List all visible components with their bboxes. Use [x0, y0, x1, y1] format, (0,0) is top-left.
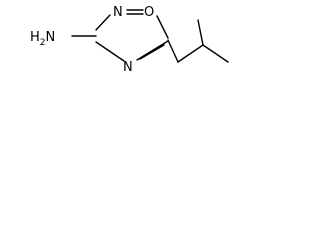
bond-c5-n4 [136, 40, 169, 61]
atom-label-n2: N [113, 5, 123, 20]
bond-ch-ch3a [197, 19, 204, 46]
bond-ch2-ch [177, 44, 204, 63]
bond-ch-ch3b [202, 44, 229, 63]
atom-label-amine: H2N [30, 30, 55, 48]
bond-c3-n2 [95, 14, 111, 31]
structure-diagram: H2N N O N [0, 0, 234, 82]
bond-c5-ch2 [167, 39, 179, 63]
bond-o1-c5 [156, 15, 169, 39]
bond-n4-c3 [95, 41, 125, 62]
atom-label-n4: N [123, 60, 133, 75]
atom-label-o1: O [144, 5, 154, 20]
bond-c5-n4-double [139, 44, 165, 60]
molecule-svg: H2N N O N [30, 5, 229, 75]
